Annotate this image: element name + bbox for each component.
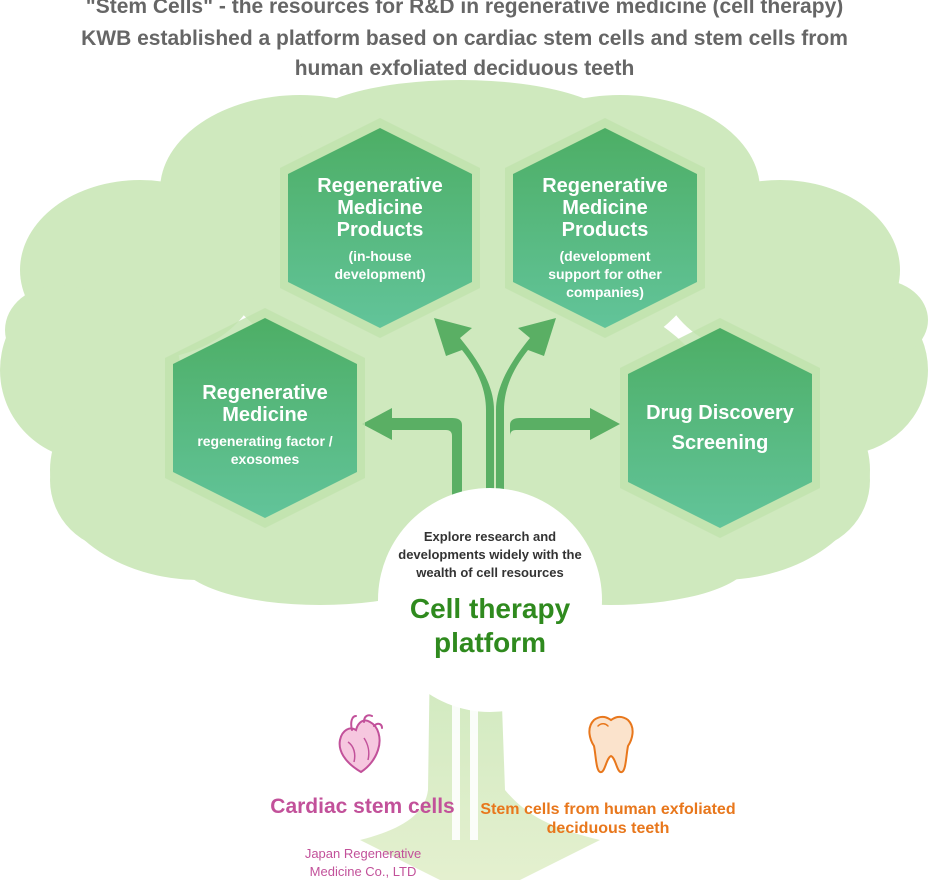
- hex-inhouse-sub: (in-house development): [334, 248, 426, 282]
- platform-title: Cell therapy platform: [409, 593, 571, 658]
- hex-factor-title: Regenerative Medicine: [202, 382, 328, 426]
- hexagon-shapes: [165, 118, 820, 538]
- trunk-stems: [452, 670, 478, 840]
- platform-circle: [378, 488, 602, 712]
- hex-regenerating-factor: Regenerative Medicine regenerating facto…: [180, 382, 350, 468]
- hex-inhouse-products: Regenerative Medicine Products (in-house…: [295, 175, 465, 283]
- hex-drug-title: Drug Discovery Screening: [646, 402, 794, 454]
- tooth-icon: [588, 715, 634, 774]
- hex-inhouse-title: Regenerative Medicine Products: [317, 175, 443, 241]
- header-line-1: "Stem Cells" - the resources for R&D in …: [85, 0, 844, 18]
- heart-icon: [338, 714, 383, 774]
- hex-factor-sub: regenerating factor / exosomes: [197, 433, 333, 467]
- hex-drug-discovery: Drug Discovery Screening: [635, 398, 805, 458]
- hex-support-sub: (development support for other companies…: [548, 248, 662, 300]
- header-line-3: human exfoliated deciduous teeth: [294, 57, 635, 80]
- platform-text: Explore research and developments widely…: [380, 528, 600, 660]
- header-line-2: KWB established a platform based on card…: [81, 27, 848, 50]
- deciduous-teeth-label: Stem cells from human exfoliated deciduo…: [480, 801, 736, 837]
- platform-caption: Explore research and developments widely…: [398, 529, 582, 580]
- hex-support-products: Regenerative Medicine Products (developm…: [520, 175, 690, 301]
- platform-arrows: [362, 318, 620, 510]
- tree-trunk: [360, 650, 600, 880]
- cardiac-stem-cells-label: Cardiac stem cells: [270, 795, 455, 818]
- hex-support-title: Regenerative Medicine Products: [542, 175, 668, 241]
- company-name: Japan Regenerative Medicine Co., LTD: [304, 846, 422, 879]
